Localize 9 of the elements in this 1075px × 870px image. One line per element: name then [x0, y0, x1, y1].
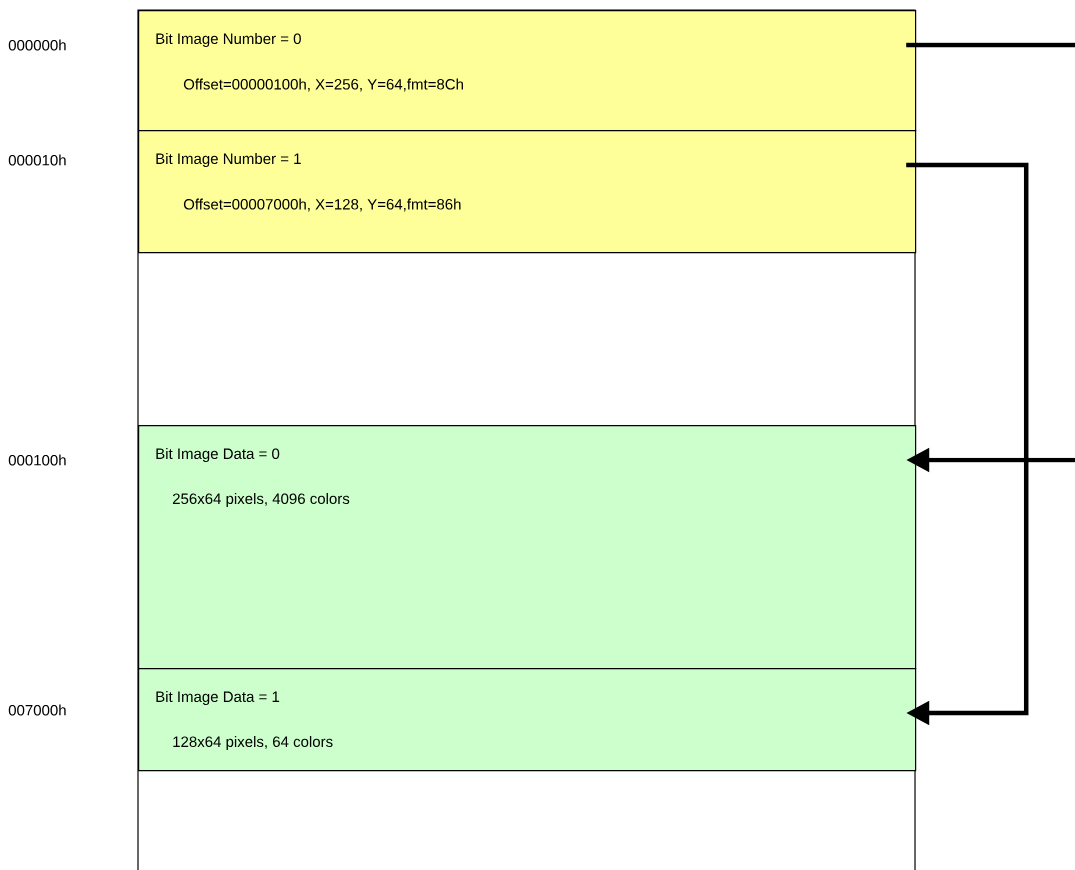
memory-block: Bit Image Number = 1 Offset=00007000h, X=128, Y=64,fmt=86h: [138, 130, 917, 254]
connector-line: [906, 42, 1075, 48]
memory-block: Bit Image Number = 0 Offset=00000100h, X=256, Y=64,fmt=8Ch: [138, 10, 917, 132]
address-label: 007000h: [8, 704, 66, 716]
address-label: 000000h: [8, 39, 66, 51]
address-label: 000100h: [8, 454, 66, 466]
arrow: [906, 162, 1029, 726]
memory-block: Bit Image Data = 1 128x64 pixels, 64 colors: [138, 668, 917, 772]
address-label: 000010h: [8, 154, 66, 166]
